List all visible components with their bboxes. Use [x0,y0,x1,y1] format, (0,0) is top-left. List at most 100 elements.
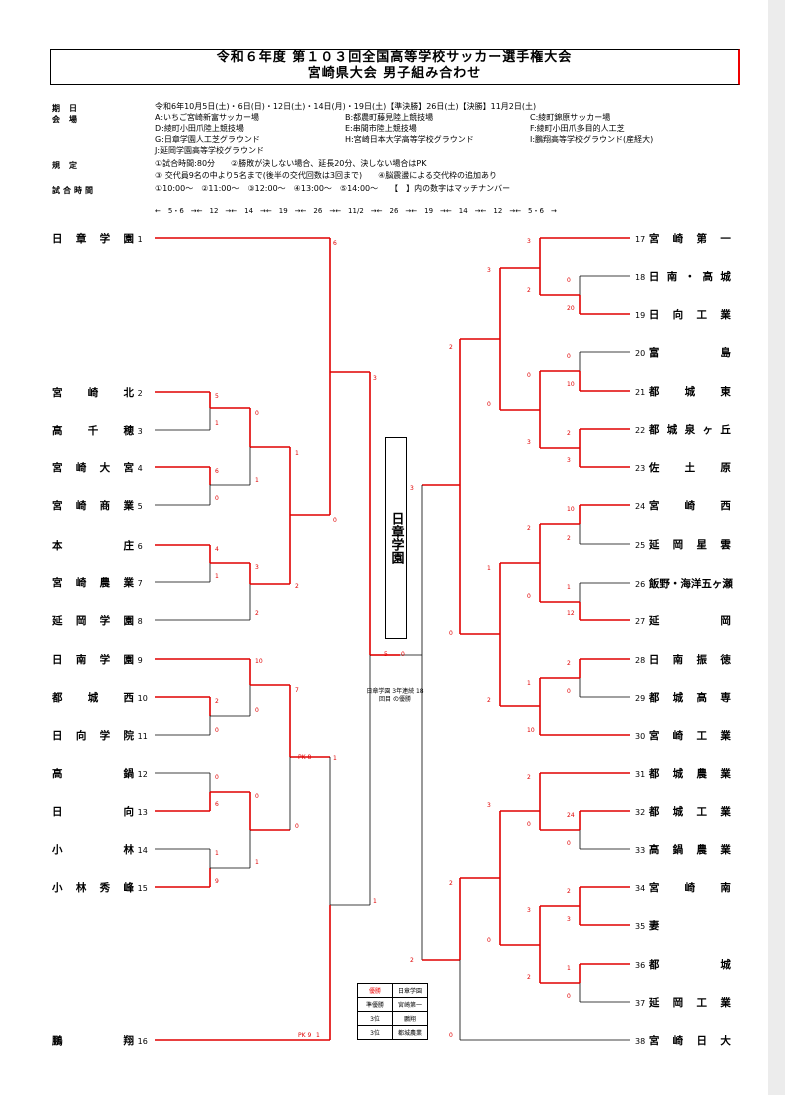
score-label: 0 [449,630,453,637]
score-label: 1 [215,850,219,857]
left-team-12: 高鍋 12 [52,766,148,781]
score-label: 0 [527,372,531,379]
score-label: 2 [449,880,453,887]
team-num: 1 [137,235,143,244]
team-num: 9 [137,656,143,665]
venue-e: E:串間市陸上競技場 [345,124,417,133]
team-num: 15 [137,884,148,893]
rules-line2: ③ 交代員9名の中より5名まで(後半の交代回数は3回まで) ④脳震盪による交代枠… [155,171,497,180]
right-team-17: 17 宮崎第一 [635,231,731,246]
team-num: 35 [635,922,646,931]
team-name: 高千穂 [52,425,134,437]
left-team-6: 本庄 6 [52,538,143,553]
right-team-25: 25 延岡星雲 [635,537,731,552]
team-name: 延岡学園 [52,615,134,627]
team-name: 小林 [52,844,134,856]
result-team: 宮崎第一 [392,997,428,1012]
time-key: 試合時間 [52,186,96,195]
right-team-38: 38 宮崎日大 [635,1033,731,1048]
score-label: 0 [567,353,571,360]
right-team-36: 36 都城 [635,957,731,972]
score-label: 24 [567,812,575,819]
team-name: 日向工業 [648,309,731,321]
left-team-7: 宮崎農業 7 [52,575,143,590]
team-name: 宮崎農業 [52,577,134,589]
right-team-35: 35 妻 [635,918,731,933]
left-team-4: 宮崎大宮 4 [52,460,143,475]
team-num: 14 [137,846,148,855]
score-label: 0 [567,993,571,1000]
score-label: 0 [487,401,491,408]
score-label: 2 [215,698,219,705]
score-label: 1 [215,420,219,427]
team-num: 38 [635,1037,646,1046]
champion-note: 日章学園 3年連続 18回目 の優勝 [366,688,424,703]
score-label: 0 [567,840,571,847]
score-label: 1 [316,1032,320,1039]
score-label: 0 [449,1032,453,1039]
right-team-24: 24 宮崎西 [635,498,731,513]
team-num: 13 [137,808,148,817]
score-label: 20 [567,305,575,312]
team-num: 21 [635,388,646,397]
score-label: 0 [333,517,337,524]
score-label: 12 [567,610,575,617]
right-team-26: 26 飯野・海洋五ヶ瀬 [635,576,733,591]
left-team-1: 日章学園 1 [52,231,143,246]
team-name: 都城 [648,959,731,971]
team-num: 28 [635,656,646,665]
score-label: 0 [255,793,259,800]
venue-g: G:日章学園人工芝グラウンド [155,135,260,144]
right-team-32: 32 都城工業 [635,804,731,819]
team-num: 6 [137,542,143,551]
score-label: 3 [410,485,414,492]
team-num: 30 [635,732,646,741]
team-name: 宮崎南 [648,882,731,894]
team-num: 12 [137,770,148,779]
team-num: 27 [635,617,646,626]
score-label: 3 [567,916,571,923]
score-label: 1 [295,450,299,457]
score-label: 1 [255,477,259,484]
score-label: PK 9 [298,1032,311,1039]
right-team-19: 19 日向工業 [635,307,731,322]
score-label: 6 [215,801,219,808]
team-name: 都城泉ヶ丘 [648,424,731,436]
score-label: 4 [215,546,219,553]
venue-h: H:宮崎日本大学高等学校グラウンド [345,135,474,144]
title-box: 令和６年度 第１０３回全国高等学校サッカー選手権大会 宮崎県大会 男子組み合わせ [50,49,740,85]
score-label: 2 [527,287,531,294]
period-key: 期日 [52,104,86,113]
score-label: 1 [333,755,337,762]
right-team-23: 23 佐土原 [635,460,731,475]
left-team-15: 小林秀峰 15 [52,880,148,895]
team-num: 36 [635,961,646,970]
score-label: 0 [527,821,531,828]
rules-line1: ①試合時間:80分 ②勝敗が決しない場合、延長20分、決しない場合はPK [155,159,427,168]
score-label: 0 [215,495,219,502]
team-num: 8 [137,617,143,626]
venue-b: B:都農町藤見陸上競技場 [345,113,434,122]
score-label: 0 [215,727,219,734]
results-table: 優勝日章学園 準優勝宮崎第一 3位鵬翔 3位都城農業 [357,983,428,1040]
team-name: 宮崎商業 [52,500,134,512]
team-name: 都城東 [648,386,731,398]
score-label: 3 [527,907,531,914]
score-label: 0 [255,410,259,417]
team-num: 24 [635,502,646,511]
right-team-21: 21 都城東 [635,384,731,399]
right-team-27: 27 延岡 [635,613,731,628]
team-num: 17 [635,235,646,244]
team-num: 37 [635,999,646,1008]
left-team-5: 宮崎商業 5 [52,498,143,513]
team-name: 宮崎日大 [648,1035,731,1047]
score-label: 2 [295,583,299,590]
score-label: 10 [527,727,535,734]
team-name: 日章学園 [52,233,134,245]
score-label: 2 [527,774,531,781]
team-name: 日南・高城 [648,271,731,283]
score-label: 3 [487,267,491,274]
score-label: 2 [449,344,453,351]
score-label: 0 [487,937,491,944]
